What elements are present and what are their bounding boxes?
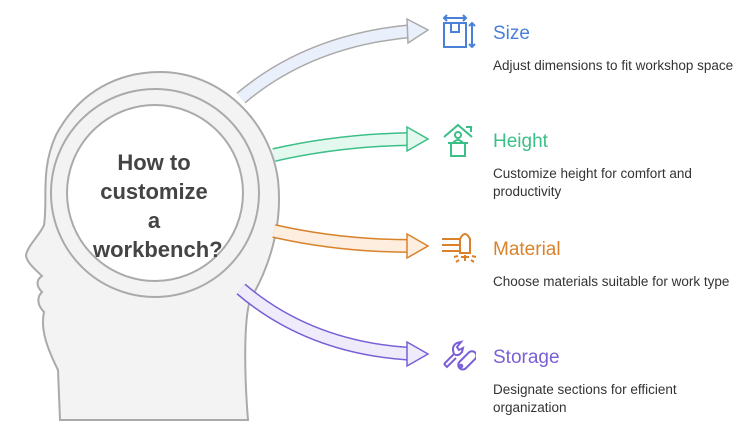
arrow-material [272, 224, 430, 260]
inner-circle [66, 104, 244, 282]
item-title-size: Size [493, 23, 530, 44]
arrow-size [236, 17, 430, 104]
resize-box-icon [442, 14, 476, 49]
item-title-storage: Storage [493, 347, 560, 368]
central-question: How to customize a workbench? [93, 150, 223, 262]
item-desc-size: Adjust dimensions to fit workshop space [493, 58, 734, 73]
material-tool-icon [442, 233, 476, 263]
item-desc-storage: Designate sections for efficient organiz… [493, 382, 677, 415]
house-person-icon [443, 123, 473, 157]
wrench-tool-icon [443, 340, 476, 371]
item-desc-height: Customize height for comfort and product… [493, 166, 692, 199]
arrow-storage [236, 283, 430, 368]
arrow-height [272, 125, 430, 162]
item-title-material: Material [493, 239, 561, 260]
item-desc-material: Choose materials suitable for work type [493, 274, 730, 289]
item-title-height: Height [493, 131, 548, 152]
